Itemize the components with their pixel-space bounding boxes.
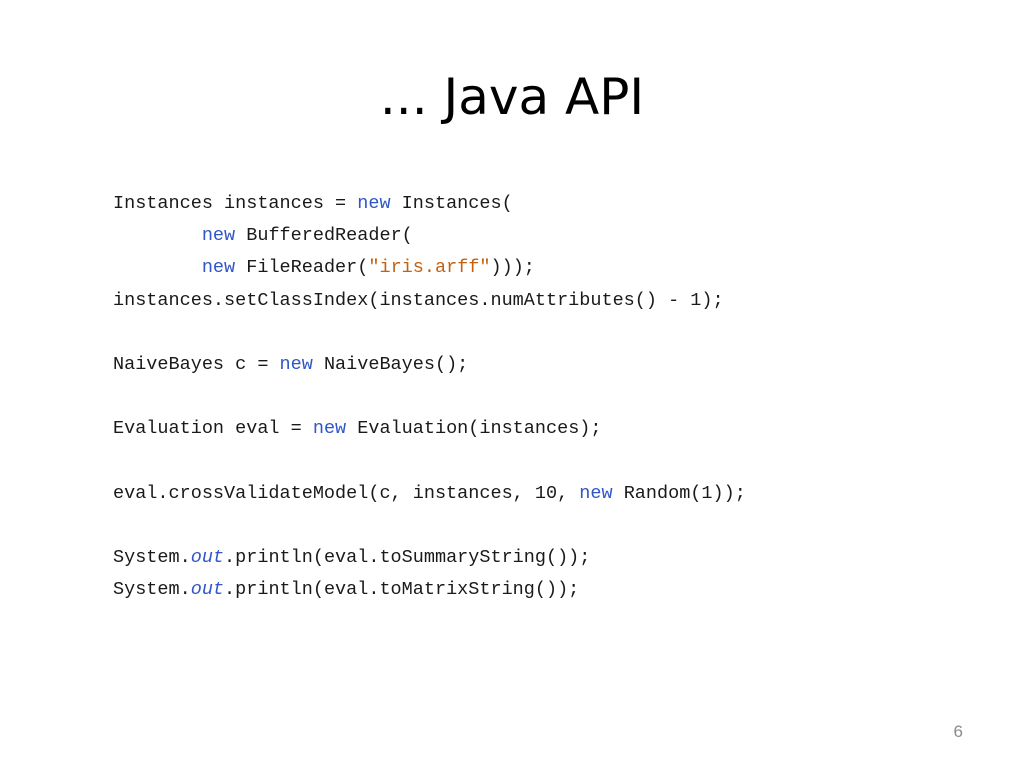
code-blank-line [113, 446, 746, 478]
code-text: .println(eval.toMatrixString()); [224, 579, 580, 601]
code-keyword: new [357, 193, 391, 214]
code-indent [113, 257, 202, 278]
code-text: BufferedReader( [235, 225, 413, 247]
code-indent [113, 225, 202, 246]
code-text: Evaluation(instances); [346, 418, 602, 440]
code-text: Random(1)); [612, 482, 746, 504]
code-text: eval.crossValidateModel(c, instances, 10… [113, 482, 580, 504]
code-line: new BufferedReader( [113, 220, 746, 252]
code-blank-line [113, 381, 746, 413]
code-line: System.out.println(eval.toMatrixString()… [113, 574, 746, 606]
code-text: System. [113, 579, 191, 601]
code-line: eval.crossValidateModel(c, instances, 10… [113, 478, 746, 510]
page-number: 6 [953, 722, 963, 741]
code-static-field: out [190, 579, 225, 601]
code-text: FileReader( [235, 257, 369, 279]
code-blank-line [113, 510, 746, 542]
code-static-field: out [190, 547, 225, 569]
code-text: ))); [490, 257, 535, 279]
code-text: NaiveBayes(); [312, 353, 469, 375]
code-line: instances.setClassIndex(instances.numAtt… [113, 285, 746, 317]
code-text: Instances instances = [113, 193, 358, 214]
code-line: System.out.println(eval.toSummaryString(… [113, 542, 746, 574]
code-blank-line [113, 317, 746, 349]
code-keyword: new [201, 257, 236, 279]
slide-title: ... Java API [379, 68, 645, 126]
code-keyword: new [279, 353, 313, 375]
code-block: Instances instances = new Instances( new… [113, 188, 746, 606]
code-keyword: new [201, 225, 236, 247]
code-line: new FileReader("iris.arff"))); [113, 252, 746, 284]
code-line: Evaluation eval = new Evaluation(instanc… [113, 413, 746, 445]
code-line: NaiveBayes c = new NaiveBayes(); [113, 349, 746, 381]
code-text: Instances( [390, 193, 513, 214]
code-text: .println(eval.toSummaryString()); [224, 547, 591, 569]
code-line: Instances instances = new Instances( [113, 188, 746, 220]
code-keyword: new [579, 482, 613, 504]
code-text: Evaluation eval = [113, 418, 313, 440]
code-text: NaiveBayes c = [113, 353, 280, 375]
code-string: "iris.arff" [368, 257, 491, 279]
code-keyword: new [312, 418, 347, 440]
code-text: instances.setClassIndex(instances.numAtt… [113, 289, 724, 311]
code-text: System. [113, 547, 191, 569]
